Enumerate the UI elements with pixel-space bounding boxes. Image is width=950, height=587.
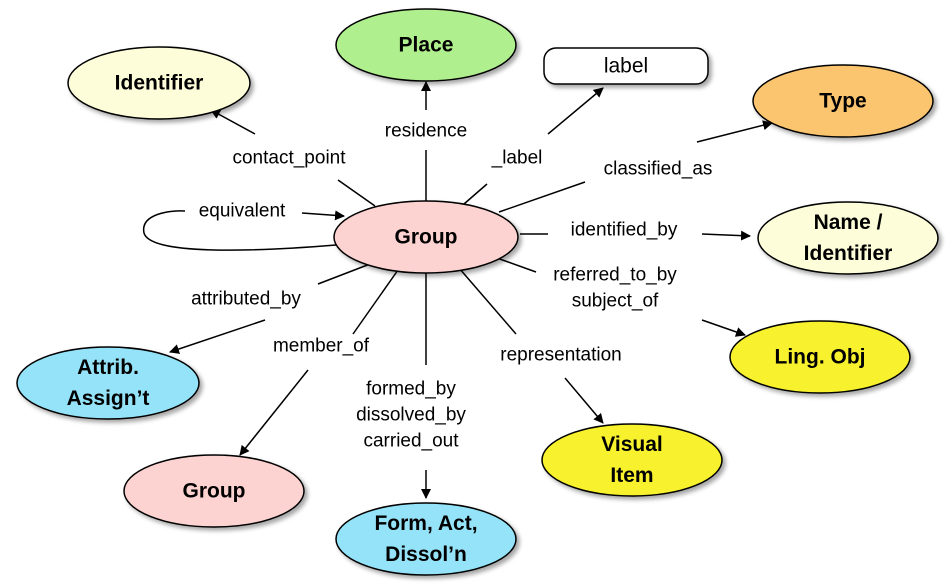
edge-label-referred-to-by-text-line-1: referred_to_by xyxy=(553,265,677,286)
equivalent-edge-arrow xyxy=(301,210,345,221)
node-form-act: Form, Act, Dissol’n xyxy=(335,502,517,576)
node-center: Group xyxy=(333,200,519,274)
referred-to-by-edge-arrow xyxy=(701,319,746,337)
node-name-identifier-text-line-1: Name / xyxy=(814,211,883,234)
node-name-identifier: Name / Identifier xyxy=(757,201,939,275)
node-place-shape xyxy=(335,8,517,82)
node-type-shape xyxy=(752,64,934,138)
edge-label-referred-to-by: referred_to_by subject_of xyxy=(553,265,677,312)
edge-label-representation-text: representation xyxy=(500,345,621,366)
node-name-identifier-shape xyxy=(757,201,939,275)
edge-label-attributed-by: attributed_by xyxy=(191,289,301,310)
node-type-text: Type xyxy=(819,90,866,113)
edge-label-equivalent-text: equivalent xyxy=(199,201,286,222)
node-group-member-text: Group xyxy=(183,480,246,503)
edge-label-formed-by-text-line-2: dissolved_by xyxy=(356,405,466,426)
node-type: Type xyxy=(752,64,934,138)
node-identifier-shape xyxy=(67,46,251,120)
node-label-text: label xyxy=(604,55,648,78)
representation-edge-arrow xyxy=(564,377,604,424)
edge-label-formed-by-text-line-3: carried_out xyxy=(363,431,459,452)
node-group-member-shape xyxy=(123,454,305,528)
edge-label-residence-text: residence xyxy=(385,121,467,142)
label-edge-arrow xyxy=(547,87,604,135)
attributed-by-edge-lower xyxy=(317,263,371,285)
edge-label-member-of-text: member_of xyxy=(273,336,370,357)
node-form-act-text-line-1: Form, Act, xyxy=(374,512,477,535)
edge-label-attributed-by-text: attributed_by xyxy=(191,289,301,310)
edge-label-classified-as-text: classified_as xyxy=(604,159,713,180)
node-attrib-assign: Attrib. Assign’t xyxy=(16,346,200,420)
classified-as-edge-lower xyxy=(498,181,586,213)
node-center-text: Group xyxy=(395,226,458,249)
equivalent-loop xyxy=(143,210,337,251)
node-ling-obj-shape xyxy=(729,320,911,394)
node-center-shape xyxy=(333,200,519,274)
node-label: label xyxy=(543,47,709,85)
node-attrib-assign-text-line-2: Assign’t xyxy=(67,387,150,410)
contact-point-edge-lower xyxy=(337,179,376,207)
node-identifier: Identifier xyxy=(67,46,251,120)
node-identifier-text: Identifier xyxy=(115,72,204,95)
node-attrib-assign-text-line-1: Attrib. xyxy=(77,356,139,379)
member-of-edge-lower xyxy=(352,269,399,335)
edge-label-contact-point-text: contact_point xyxy=(232,148,346,169)
edge-label-contact-point: contact_point xyxy=(232,148,346,169)
edge-label-label: _label xyxy=(491,148,543,169)
node-form-act-shape xyxy=(335,502,517,576)
edge-label-residence: residence xyxy=(385,121,467,142)
edge-lines xyxy=(143,81,773,499)
node-ling-obj-text: Ling. Obj xyxy=(775,346,866,369)
node-visual-item-text-line-2: Item xyxy=(610,464,653,487)
edge-label-member-of: member_of xyxy=(273,336,370,357)
node-visual-item-shape xyxy=(541,423,723,497)
referred-to-by-edge-lower xyxy=(496,257,537,273)
node-place-text: Place xyxy=(399,34,454,57)
node-ling-obj: Ling. Obj xyxy=(729,320,911,394)
label-edge-lower xyxy=(463,183,488,205)
node-group-member: Group xyxy=(123,454,305,528)
node-form-act-text-line-2: Dissol’n xyxy=(385,543,467,566)
identified-by-edge-arrow xyxy=(701,230,751,241)
edge-label-classified-as: classified_as xyxy=(604,159,713,180)
node-place: Place xyxy=(335,8,517,82)
edge-label-formed-by-text-line-1: formed_by xyxy=(366,379,456,400)
edge-labels: residence contact_point _label classified_a… xyxy=(191,121,712,452)
node-label-shape xyxy=(543,47,709,85)
node-attrib-assign-shape xyxy=(16,346,200,420)
edge-label-representation: representation xyxy=(500,345,621,366)
contact-point-edge-arrow xyxy=(210,109,256,135)
edge-label-equivalent: equivalent xyxy=(199,201,286,222)
edge-label-label-text: _label xyxy=(491,148,543,169)
edge-label-formed-by: formed_by dissolved_by carried_out xyxy=(356,379,466,452)
attributed-by-edge-arrow xyxy=(169,319,266,354)
edge-label-referred-to-by-text-line-2: subject_of xyxy=(572,291,659,312)
node-visual-item-text-line-1: Visual xyxy=(601,433,662,456)
classified-as-edge-arrow xyxy=(696,120,773,143)
edge-label-identified-by-text: identified_by xyxy=(571,220,678,241)
representation-edge-lower xyxy=(458,267,517,335)
edge-label-identified-by: identified_by xyxy=(571,220,678,241)
node-name-identifier-text-line-2: Identifier xyxy=(804,242,893,265)
member-of-edge-arrow xyxy=(239,369,309,456)
